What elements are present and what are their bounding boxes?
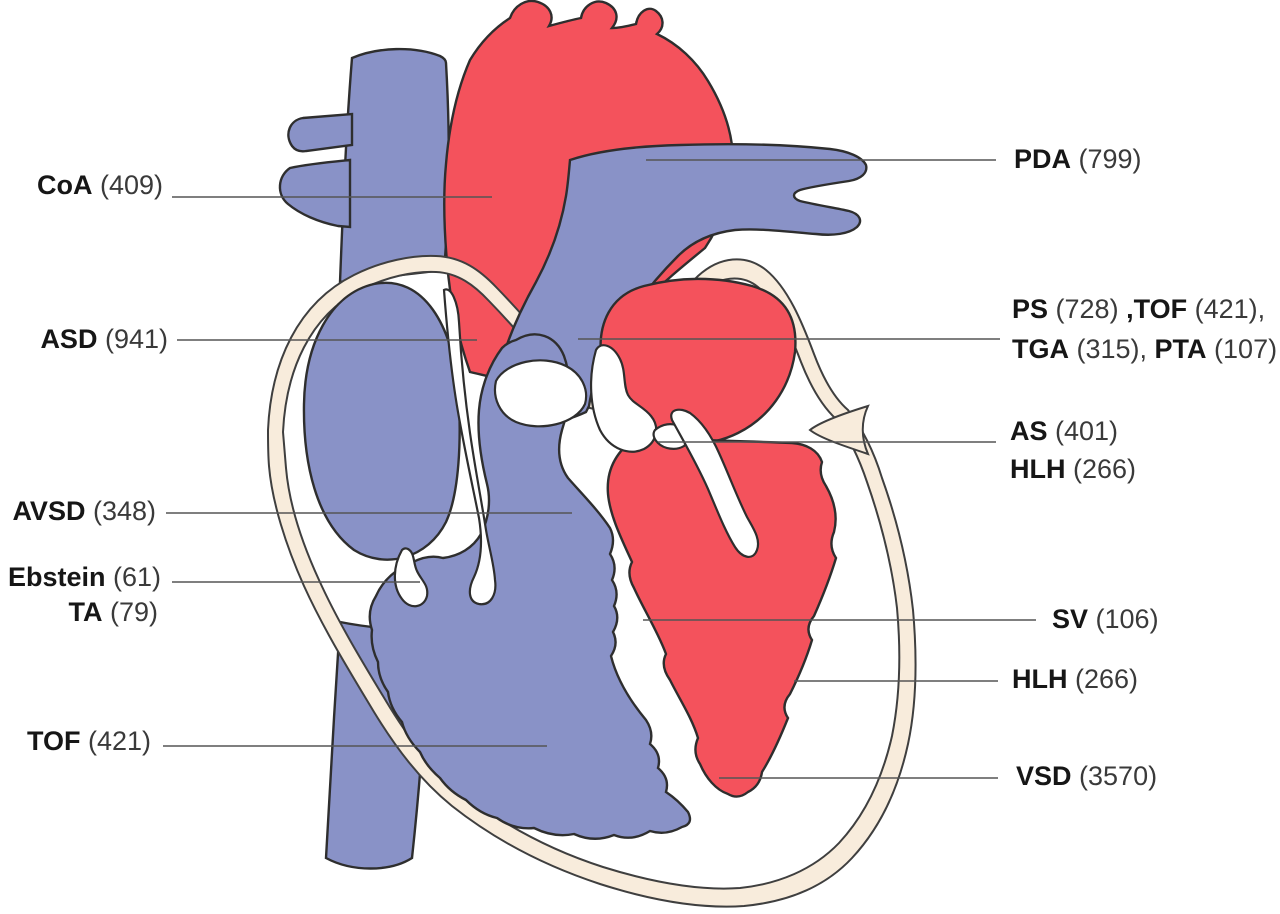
label-avsd: AVSD (348) [12, 496, 156, 526]
mitral-valve-leaflet [670, 408, 760, 558]
label-ps-tof-line: PS (728) ,TOF (421), [1012, 294, 1266, 324]
label-ta: TA (79) [68, 597, 158, 627]
svc-branch-upper [287, 112, 354, 153]
right-atrium [302, 281, 461, 561]
label-tof: TOF (421) [26, 726, 151, 756]
label-ps-tof-tga-pta: PS (728) ,TOF (421), TGA (315), PTA (107… [1012, 289, 1277, 369]
label-hlh-line: HLH (266) [1010, 454, 1137, 484]
atrial-septum-band [442, 288, 497, 606]
label-asd: ASD (941) [40, 324, 168, 354]
left-ventricle [606, 433, 838, 798]
label-vsd: VSD (3570) [1016, 761, 1158, 791]
label-as-hlh: AS (401) HLH (266) [1010, 412, 1136, 488]
pericardium-band [268, 255, 916, 907]
label-coa: CoA (409) [36, 170, 163, 200]
svc-branch-lower [278, 158, 352, 229]
right-ventricle [368, 333, 692, 840]
label-as-line: AS (401) [1010, 416, 1119, 446]
aortic-valve-region [589, 344, 658, 453]
superior-vena-cava [338, 47, 450, 284]
label-tga-pta-line: TGA (315), PTA (107) [1012, 334, 1278, 364]
label-hlh2: HLH (266) [1012, 664, 1139, 694]
label-ebstein: Ebstein (61) [7, 562, 161, 592]
leader-lines [163, 159, 1036, 779]
label-pda: PDA (799) [1014, 144, 1142, 174]
tricuspid-valve-leaflet [393, 547, 429, 608]
pulmonary-valve [493, 359, 588, 428]
label-sv: SV (106) [1052, 604, 1159, 634]
